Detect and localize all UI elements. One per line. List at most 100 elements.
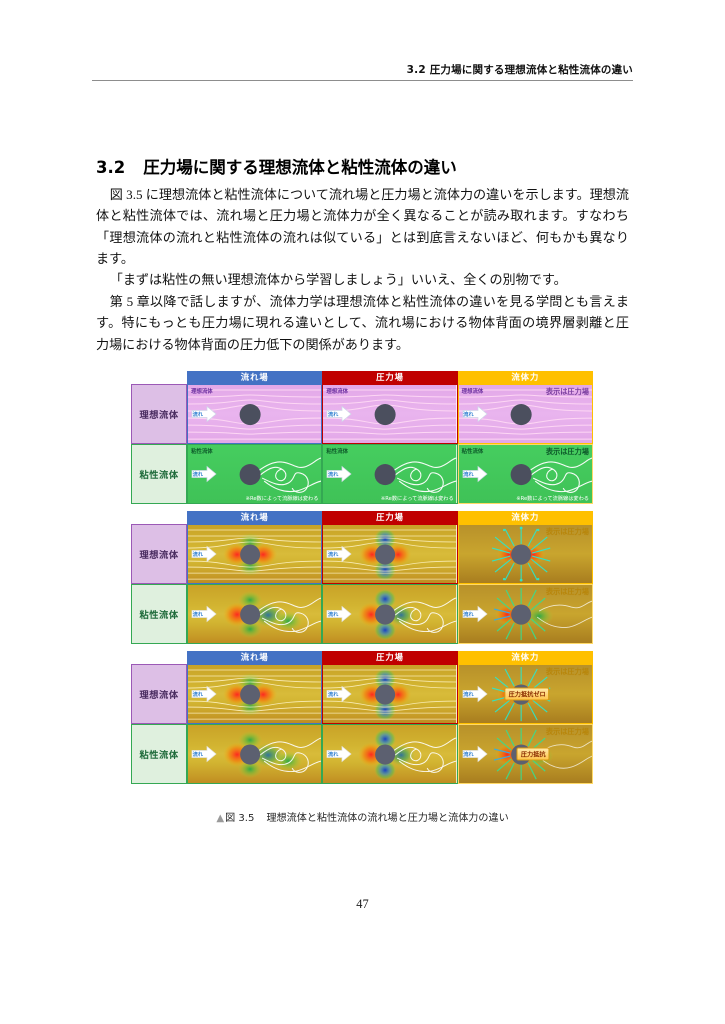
column-header-row: 流れ場 圧力場 流体力 (131, 511, 593, 524)
panel-ideal-pressure-field: 流れ (322, 524, 458, 584)
panel-viscous-pressure-field: 流れ (322, 584, 458, 644)
flow-direction-arrow: 流れ (326, 465, 352, 483)
row-label-ideal: 理想流体 (131, 384, 188, 444)
arrow-icon (462, 685, 488, 703)
flow-arrow-label: 流れ (327, 691, 339, 698)
corner-cell (131, 371, 188, 384)
arrow-icon (462, 465, 488, 483)
paragraph-1: 図 3.5 に理想流体と粘性流体について流れ場と圧力場と流体力の違いを示します。… (96, 184, 629, 269)
cell-ideal-flow: 流れ (187, 524, 323, 584)
figure-block-1: 流れ場 圧力場 流体力 理想流体 (131, 371, 593, 504)
panel-ideal-force: 理想流体 表示は圧力場 流れ (457, 384, 593, 444)
arrow-icon (327, 545, 352, 563)
column-header-pressure: 圧力場 (322, 651, 458, 664)
cell-viscous-pressure: 流れ (322, 724, 458, 784)
caption-text: 理想流体と粘性流体の流れ場と圧力場と流体力の違い (266, 813, 509, 824)
column-header-pressure: 圧力場 (322, 371, 458, 384)
corner-cell (131, 651, 188, 664)
cell-viscous-force: 表示は圧力場 流れ (457, 584, 593, 644)
cell-viscous-flow: 流れ (187, 584, 323, 644)
column-header-flow: 流れ場 (187, 511, 323, 524)
arrow-icon (462, 605, 488, 623)
arrow-icon (462, 745, 488, 763)
badge-zero-pressure-drag: 圧力抵抗ゼロ (504, 687, 550, 701)
ideal-fluid-row: 理想流体 (131, 524, 593, 584)
flow-direction-arrow: 流れ (191, 605, 217, 623)
column-header-flow: 流れ場 (187, 371, 323, 384)
pressure-wake-plot (323, 725, 457, 783)
cell-ideal-force: 表示は圧力場 圧力抵抗ゼロ 流れ (457, 664, 593, 724)
column-header-pressure: 圧力場 (322, 511, 458, 524)
cell-viscous-force: 粘性流体 表示は圧力場 ※Re数によって流脈線は変わる 流れ (457, 444, 593, 504)
column-header-force: 流体力 (457, 371, 593, 384)
row-label-ideal: 理想流体 (131, 664, 188, 724)
row-label-ideal: 理想流体 (131, 524, 188, 584)
flow-arrow-label: 流れ (327, 411, 339, 418)
flow-arrow-label: 流れ (327, 551, 339, 558)
arrow-icon (327, 745, 352, 763)
panel-ideal-pressure-field: 流れ (322, 664, 458, 724)
flow-direction-arrow: 流れ (326, 545, 352, 563)
arrow-icon (327, 465, 352, 483)
figure-table-3: 流れ場 圧力場 流体力 理想流体 (131, 651, 593, 784)
flow-arrow-label: 流れ (463, 691, 474, 698)
flow-direction-arrow: 流れ (326, 405, 352, 423)
badge-pressure-drag: 圧力抵抗 (516, 747, 550, 761)
flow-direction-arrow: 流れ (462, 465, 488, 483)
pressure-field-plot (188, 525, 322, 583)
caption-marker-icon: ▲ (216, 813, 225, 824)
figure-table-2: 流れ場 圧力場 流体力 理想流体 (131, 511, 593, 644)
flow-direction-arrow: 流れ (191, 405, 217, 423)
flow-direction-arrow: 流れ (462, 745, 488, 763)
flow-arrow-label: 流れ (327, 611, 339, 618)
figure-3-5: 流れ場 圧力場 流体力 理想流体 (131, 371, 593, 791)
paragraph-text: 第 5 章以降で話しますが、流体力学は理想流体と粘性流体の違いを見る学問とも言え… (96, 294, 629, 352)
panel-viscous-force-drag: 表示は圧力場 圧力抵抗 流れ (457, 724, 593, 784)
flow-arrow-label: 流れ (463, 611, 474, 618)
figure-block-3: 流れ場 圧力場 流体力 理想流体 (131, 651, 593, 784)
arrow-icon (191, 465, 217, 483)
column-header-force: 流体力 (457, 651, 593, 664)
arrow-icon (191, 545, 217, 563)
paragraph-2: 「まずは粘性の無い理想流体から学習しましょう」いいえ、全くの別物です。 (96, 269, 629, 290)
panel-viscous-flow: 粘性流体 ※Re数によって流脈線は変わる 流れ (187, 444, 323, 504)
section-title: 圧力場に関する理想流体と粘性流体の違い (143, 157, 457, 177)
column-header-force: 流体力 (457, 511, 593, 524)
cell-viscous-force: 表示は圧力場 圧力抵抗 流れ (457, 724, 593, 784)
arrow-icon (191, 405, 217, 423)
flow-direction-arrow: 流れ (191, 745, 217, 763)
panel-viscous-flow-field: 流れ (187, 724, 323, 784)
paragraph-3: 第 5 章以降で話しますが、流体力学は理想流体と粘性流体の違いを見る学問とも言え… (96, 291, 629, 355)
force-vector-plot (458, 525, 592, 583)
flow-arrow-label: 流れ (192, 471, 203, 478)
row-label-viscous: 粘性流体 (131, 444, 188, 504)
figure-caption: ▲図 3.5 理想流体と粘性流体の流れ場と圧力場と流体力の違い (96, 809, 629, 824)
flow-arrow-label: 流れ (463, 411, 474, 418)
flow-arrow-label: 流れ (192, 611, 203, 618)
flow-direction-arrow: 流れ (326, 605, 352, 623)
cell-ideal-flow: 流れ (187, 664, 323, 724)
arrow-icon (327, 405, 352, 423)
column-header-flow: 流れ場 (187, 651, 323, 664)
viscous-fluid-row: 粘性流体 (131, 584, 593, 644)
cell-ideal-pressure: 流れ (322, 524, 458, 584)
panel-ideal-force-field: 表示は圧力場 (457, 524, 593, 584)
flow-arrow-label: 流れ (192, 751, 203, 758)
flow-direction-arrow: 流れ (462, 605, 488, 623)
panel-viscous-pressure: 粘性流体 ※Re数によって流脈線は変わる 流れ (322, 444, 458, 504)
panel-viscous-flow-field: 流れ (187, 584, 323, 644)
arrow-icon (191, 685, 217, 703)
paragraph-text: 図 3.5 に理想流体と粘性流体について流れ場と圧力場と流体力の違いを示します。… (96, 187, 629, 266)
panel-ideal-force-zero-drag: 表示は圧力場 圧力抵抗ゼロ 流れ (457, 664, 593, 724)
flow-direction-arrow: 流れ (462, 685, 488, 703)
ideal-fluid-row: 理想流体 (131, 664, 593, 724)
cell-ideal-pressure: 流れ (322, 664, 458, 724)
viscous-fluid-row: 粘性流体 (131, 724, 593, 784)
flow-arrow-label: 流れ (327, 471, 339, 478)
caption-number: 図 3.5 (225, 813, 255, 824)
column-header-row: 流れ場 圧力場 流体力 (131, 371, 593, 384)
viscous-fluid-row: 粘性流体 (131, 444, 593, 504)
row-label-viscous: 粘性流体 (131, 724, 188, 784)
